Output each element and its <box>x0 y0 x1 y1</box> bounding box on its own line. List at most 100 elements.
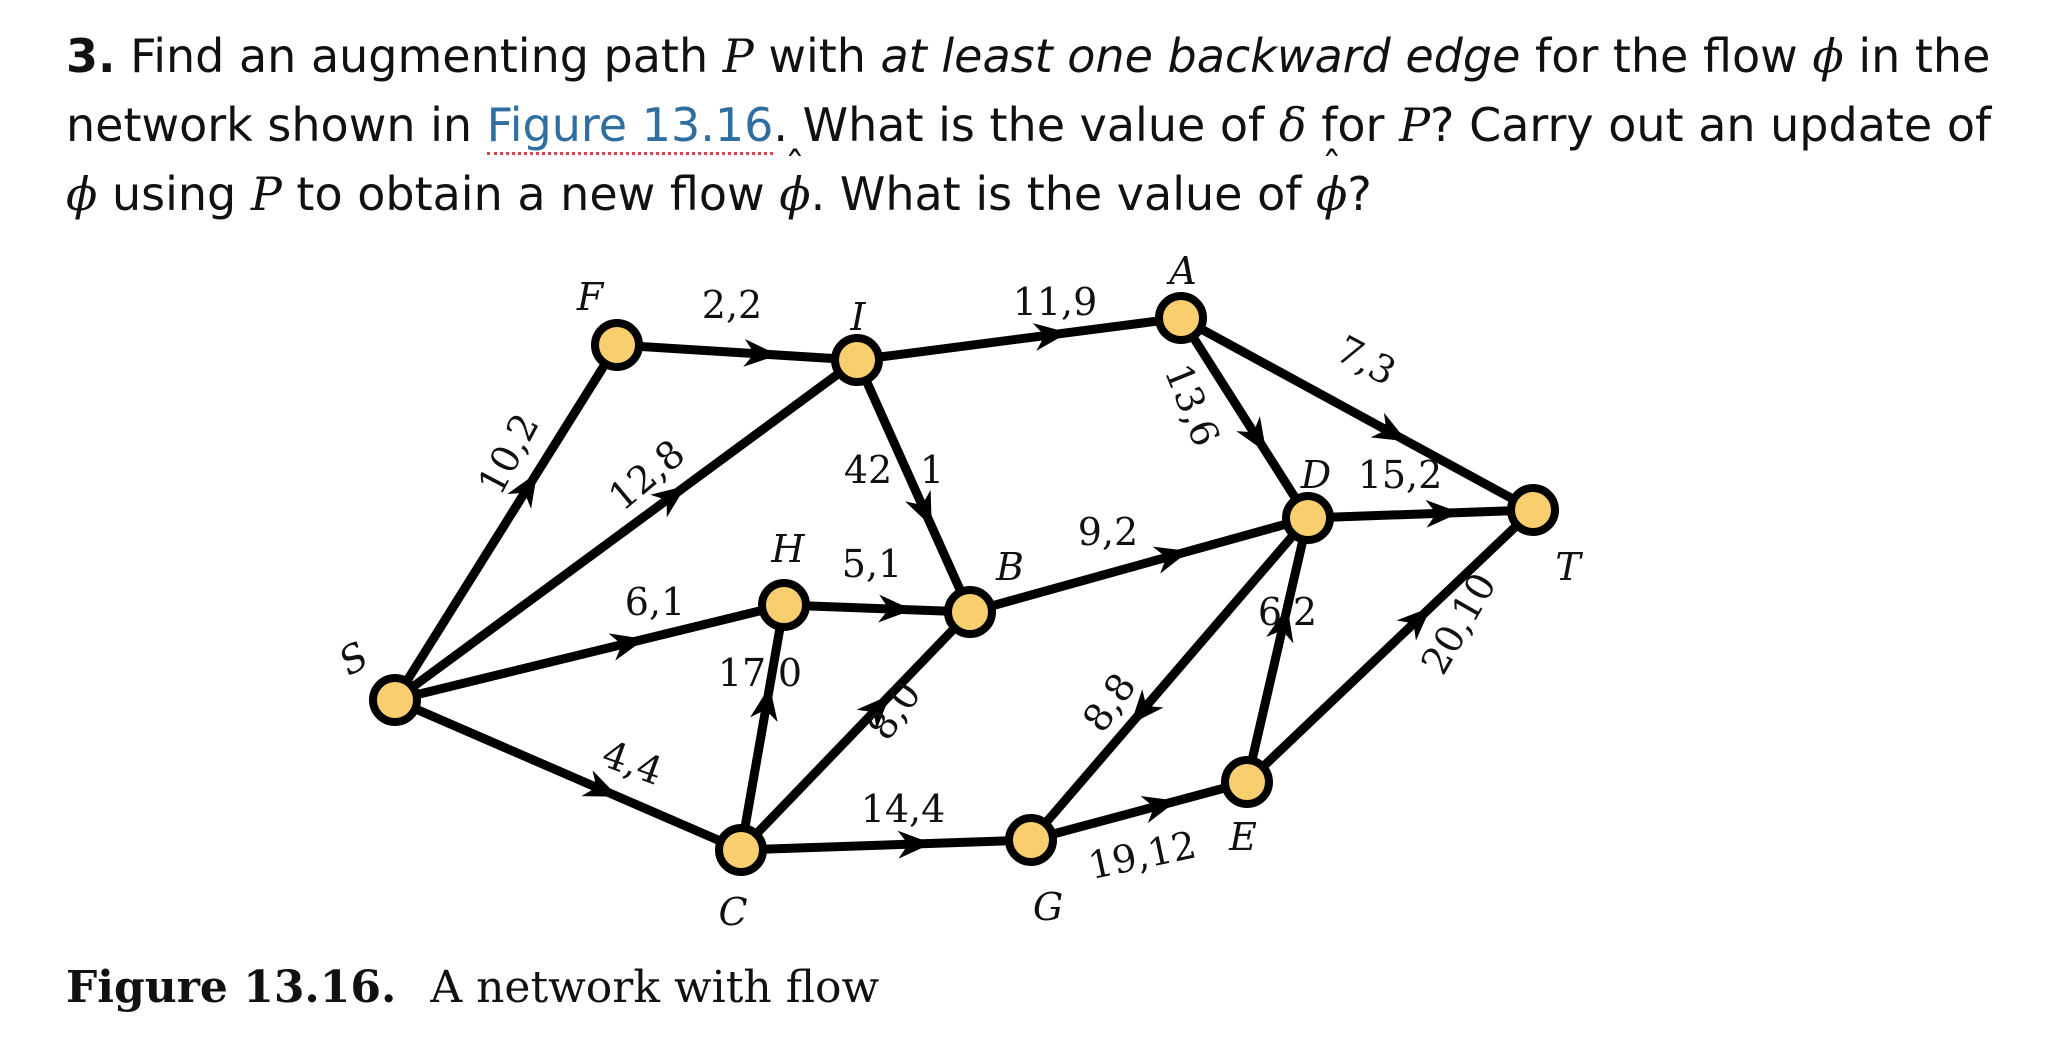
edge-i-b-flow-label: 1 <box>920 448 944 492</box>
edge-s-i-arrow-icon <box>650 485 686 518</box>
edge-c-g-arrow-icon <box>897 830 932 859</box>
edge-i-b-label: 42 <box>844 448 892 492</box>
edge-e-d-arrow-icon <box>1266 607 1294 644</box>
edge-c-g <box>740 835 1032 855</box>
edge-d-g-label: 8,8 <box>1074 665 1145 740</box>
edge-g-e-label: 19,12 <box>1085 822 1201 888</box>
caption-text: A network with flow <box>430 962 880 1013</box>
node-h <box>758 579 810 631</box>
edge-c-g-label: 14,4 <box>861 787 946 831</box>
figure-caption: Figure 13.16. A network with flow <box>66 962 879 1013</box>
edge-i-a-arrow-icon <box>1032 323 1069 351</box>
edge-c-b-label: 8,0 <box>859 673 930 748</box>
text-segment: ? <box>1347 167 1372 221</box>
node-label-c: C <box>718 890 747 934</box>
edge-h-b-arrow-icon <box>878 594 913 623</box>
edge-c-b-arrow-icon <box>856 694 891 730</box>
edge-b-d <box>968 513 1310 617</box>
problem-text: 3. Find an augmenting path P with at lea… <box>66 22 2026 229</box>
edge-h-b <box>783 600 971 617</box>
edge-i-b <box>852 358 975 614</box>
node-c <box>715 824 767 876</box>
edge-e-d-label: 6 <box>1258 590 1282 634</box>
edge-i-a <box>856 313 1182 365</box>
edge-s-c-arrow-icon <box>581 770 619 797</box>
node-label-s: S <box>331 633 376 684</box>
edge-s-h <box>393 600 786 705</box>
math-delta: δ <box>1278 98 1307 152</box>
math-phi-hat: ϕ <box>1316 160 1347 229</box>
math-phi: ϕ <box>66 167 98 221</box>
figure-reference-link[interactable]: Figure 13.16 <box>486 98 774 155</box>
node-t <box>1507 484 1559 536</box>
edge-s-f-label: 10,2 <box>469 406 548 501</box>
edge-s-f <box>391 342 621 703</box>
edge-c-h-arrow-icon <box>750 686 778 723</box>
edge-g-e-arrow-icon <box>1140 796 1178 824</box>
edge-c-b <box>737 608 974 854</box>
edge-b-d-label: 9,2 <box>1078 510 1138 554</box>
node-a <box>1155 292 1207 344</box>
edge-s-c <box>393 695 743 855</box>
edge-d-g-arrow-icon <box>1130 689 1164 725</box>
edge-a-t-arrow-icon <box>1370 412 1408 442</box>
caption-label: Figure 13.16. <box>66 962 397 1013</box>
edge-s-f-arrow-icon <box>507 472 538 509</box>
edge-d-t-label: 15,2 <box>1358 453 1443 497</box>
edge-e-t <box>1243 506 1537 786</box>
edge-s-i <box>392 356 860 704</box>
text-segment: using <box>97 167 251 221</box>
emphasis-backward-edge: at least one backward edge <box>880 29 1521 83</box>
edge-g-e <box>1029 777 1249 845</box>
edge-e-d-flow-label: 2 <box>1293 590 1317 634</box>
node-label-d: D <box>1300 453 1331 497</box>
math-P: P <box>250 167 282 221</box>
text-segment: for the flow <box>1520 29 1813 83</box>
edge-c-h <box>736 604 789 851</box>
text-segment: in the network shown in <box>66 29 1991 152</box>
node-s <box>369 674 421 726</box>
edge-a-d <box>1177 315 1312 521</box>
node-label-t: T <box>1555 545 1583 589</box>
edge-h-b-label: 5,1 <box>842 542 902 586</box>
edge-s-i-label: 12,8 <box>600 431 693 519</box>
edge-s-c-label: 4,4 <box>597 732 669 794</box>
edge-e-t-label: 20,10 <box>1412 565 1505 681</box>
edge-a-t-label: 7,3 <box>1329 327 1403 394</box>
edge-b-d-arrow-icon <box>1152 546 1190 574</box>
edge-a-d-arrow-icon <box>1236 416 1267 453</box>
node-b <box>944 586 996 638</box>
edge-e-t-arrow-icon <box>1396 607 1431 641</box>
node-label-b: B <box>995 545 1024 589</box>
text-segment: to obtain a new flow <box>281 167 780 221</box>
node-g <box>1005 814 1057 866</box>
edge-f-i-arrow-icon <box>743 338 778 367</box>
problem-number: 3. <box>66 29 116 83</box>
edge-i-b-arrow-icon <box>905 489 932 527</box>
edges-layer <box>391 313 1537 859</box>
edge-d-g <box>1027 515 1312 843</box>
text-segment: with <box>753 29 881 83</box>
edge-a-t <box>1178 314 1536 514</box>
node-label-h: H <box>770 527 805 571</box>
node-label-a: A <box>1166 249 1196 293</box>
edge-e-d <box>1242 516 1313 784</box>
edge-f-i <box>616 340 858 365</box>
node-label-i: I <box>849 295 866 339</box>
text-segment: Find an augmenting path <box>130 29 723 83</box>
node-label-f: F <box>576 275 605 319</box>
edge-c-h-flow-label: 0 <box>778 651 802 695</box>
edge-f-i-label: 2,2 <box>702 283 762 327</box>
text-segment: ? Carry out an update of <box>1430 98 1992 152</box>
text-segment: . What is the value of <box>773 98 1279 152</box>
edge-c-h-label: 17 <box>718 651 766 695</box>
edge-d-t-arrow-icon <box>1425 499 1460 528</box>
math-P: P <box>722 29 754 83</box>
math-phi: ϕ <box>1812 29 1844 83</box>
math-phi-hat: ϕ <box>779 160 810 229</box>
node-f <box>591 319 643 371</box>
math-P: P <box>1399 98 1431 152</box>
edge-i-a-label: 11,9 <box>1013 280 1098 324</box>
node-e <box>1221 756 1273 808</box>
